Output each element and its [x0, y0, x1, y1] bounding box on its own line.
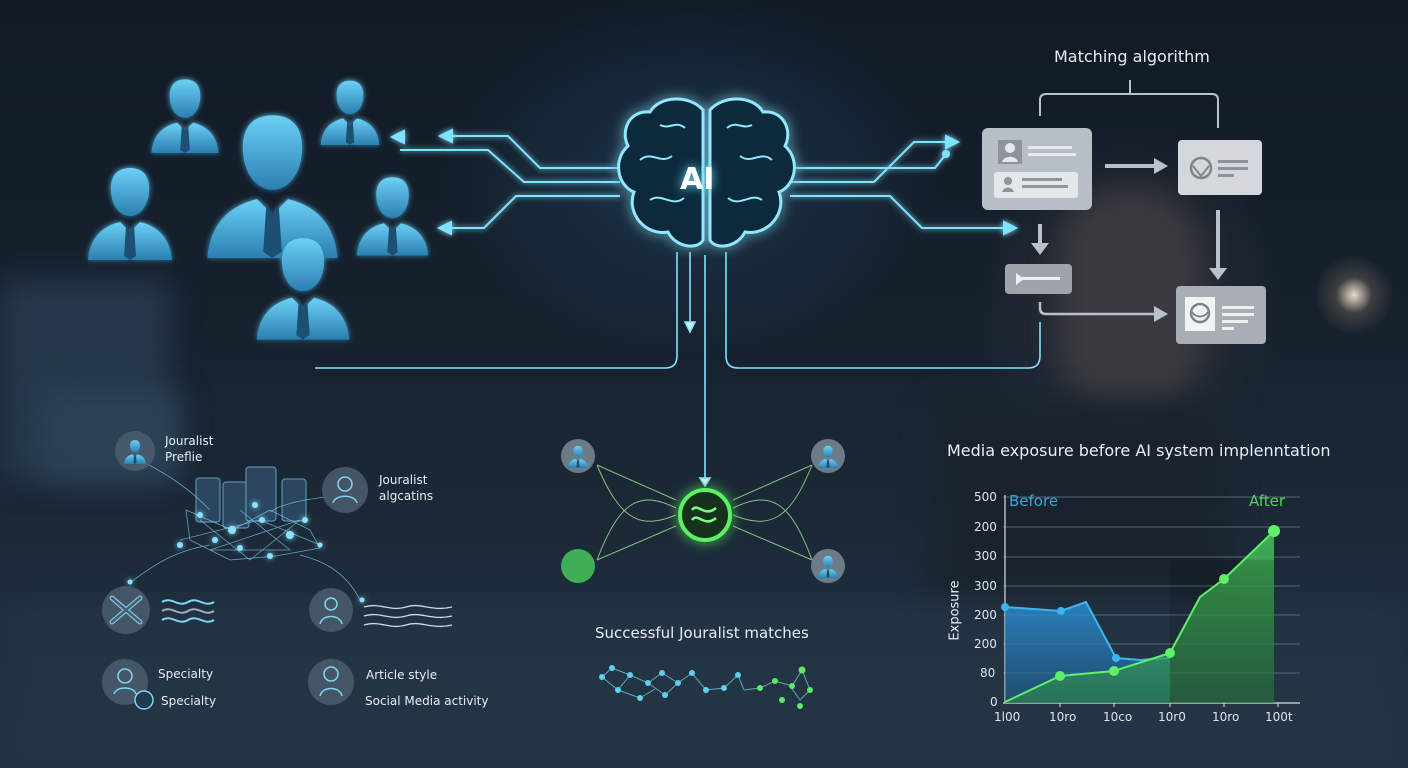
matching-algorithm-title: Matching algorithm [1054, 47, 1210, 66]
specialty-label: Specialty [158, 667, 214, 681]
y-tick: 300 [974, 549, 997, 563]
specialty-label-2: Specialty [161, 694, 217, 708]
ai-brain-label: AI [680, 162, 715, 197]
x-tick: 1l00 [994, 710, 1021, 724]
blurred-laptop [930, 400, 1230, 600]
journalist-algorithm-icon [322, 467, 368, 513]
journalist-group-icon [88, 79, 429, 340]
attribute-icons [102, 431, 453, 710]
wave-lines-icon [161, 599, 215, 623]
y-tick: 500 [974, 490, 997, 504]
network-strip [599, 665, 813, 709]
social-person-icon [308, 659, 354, 705]
after-markers [1055, 525, 1280, 681]
journalist-profile-label: Jouralist Preflie [165, 433, 213, 465]
tools-icon [102, 586, 150, 634]
x-tick: 100t [1265, 710, 1293, 724]
y-tick: 200 [974, 608, 997, 622]
blurred-monitor [40, 390, 180, 480]
matched-avatar-icon [561, 549, 595, 583]
journalist-avatar-icon [320, 80, 380, 145]
journalist-algorithm-label: Jouralist algcatins [379, 472, 433, 504]
journalist-profile-line1: Jouralist [165, 434, 214, 448]
x-tick: 10r0 [1158, 710, 1186, 724]
x-tick: 10ro [1212, 710, 1240, 724]
profile-cards-box [982, 128, 1092, 210]
circuit-lines-right [790, 134, 1019, 236]
matching-algorithm-flow [982, 80, 1266, 344]
matches-network [561, 439, 845, 583]
before-series-line [1004, 600, 1171, 662]
data-network-cluster [127, 459, 365, 603]
chart-title: Media exposure before AI system implennt… [947, 441, 1331, 460]
circuit-lines-left [389, 128, 620, 236]
y-tick: 200 [974, 637, 997, 651]
legend-after: After [1249, 492, 1286, 510]
article-person-icon [309, 588, 353, 632]
wave-lines-2-icon [363, 604, 453, 628]
match-result-card [1176, 286, 1266, 344]
ai-brain-icon [617, 97, 796, 248]
x-tick: 10co [1103, 710, 1133, 724]
article-style-label: Article style [366, 668, 438, 682]
social-media-label: Social Media activity [365, 694, 489, 708]
y-tick: 200 [974, 520, 997, 534]
exposure-chart [1001, 495, 1300, 707]
specialty-person-icon [102, 659, 154, 710]
face-scan-card [1178, 140, 1262, 195]
successful-matches-title: Successful Jouralist matches [595, 624, 809, 642]
journalist-avatar-icon [151, 79, 219, 153]
x-tick: 10ro [1049, 710, 1077, 724]
before-markers [1001, 603, 1120, 662]
journalist-avatar-icon [207, 115, 338, 259]
y-axis-label: Exposure [947, 580, 963, 641]
journalist-profile-icon [115, 431, 155, 471]
after-series-area [1005, 531, 1274, 703]
journalist-avatar-icon [356, 177, 429, 256]
y-tick: 80 [980, 666, 996, 680]
journalist-profile-line2: Preflie [165, 450, 203, 464]
journalist-algorithm-line1: Jouralist [379, 473, 428, 487]
journalist-algorithm-line2: algcatins [379, 489, 434, 503]
y-tick: 300 [974, 579, 997, 593]
y-tick: 0 [990, 695, 998, 709]
circuit-lines-down [315, 252, 1041, 488]
match-hub-icon [678, 488, 732, 542]
filter-slider-card [1005, 264, 1072, 294]
journalist-avatar-icon [88, 168, 172, 260]
legend-before: Before [1009, 492, 1059, 510]
